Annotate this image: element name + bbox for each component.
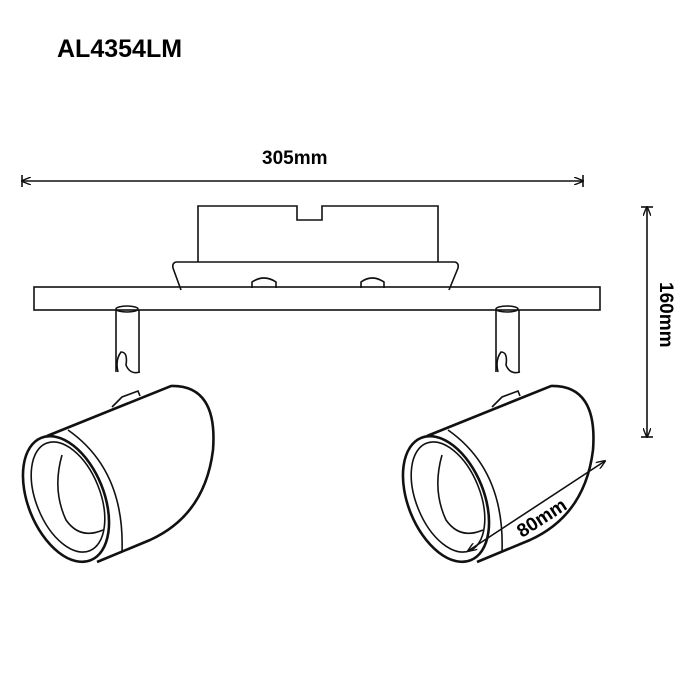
model-title: AL4354LM bbox=[57, 35, 183, 63]
width-dimension-label: 305mm bbox=[262, 148, 328, 169]
spotlight-right bbox=[384, 304, 595, 576]
height-dimension-arrow bbox=[641, 207, 653, 437]
mounting-bracket bbox=[172, 205, 459, 291]
width-dimension-arrow bbox=[22, 175, 583, 187]
depth-dimension-arrow bbox=[468, 461, 605, 551]
mounting-bar bbox=[33, 286, 601, 311]
spotlight-left bbox=[21, 305, 215, 564]
